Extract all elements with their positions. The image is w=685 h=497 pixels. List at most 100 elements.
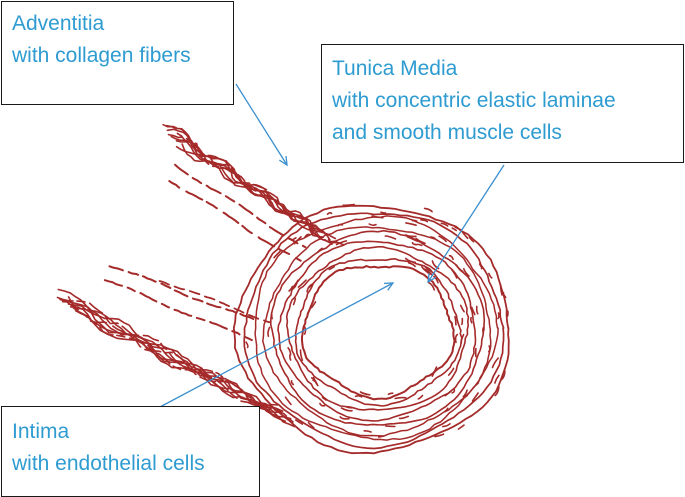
cell-mark	[411, 219, 418, 222]
cell-mark	[328, 265, 335, 271]
cell-mark	[405, 222, 417, 226]
collagen-fiber	[174, 163, 307, 249]
collagen-fiber	[61, 300, 284, 412]
collagen-fiber	[176, 132, 337, 240]
tunica-media-pointer	[427, 164, 505, 283]
cell-mark	[267, 326, 271, 338]
cell-mark	[500, 370, 506, 381]
cell-mark	[404, 257, 417, 264]
vessel-ring	[232, 204, 510, 455]
cell-mark	[444, 390, 452, 397]
cell-mark	[443, 407, 449, 413]
cell-mark	[342, 203, 355, 207]
cell-mark	[461, 231, 469, 240]
cell-mark	[368, 223, 377, 227]
cell-mark	[454, 226, 463, 231]
cell-mark	[340, 407, 353, 412]
cell-mark	[491, 357, 499, 369]
cell-mark	[475, 305, 479, 315]
vessel-ring	[254, 215, 499, 441]
pointer-lines	[159, 83, 505, 408]
cell-mark	[420, 219, 429, 223]
intima-description: with endothelial cells	[12, 452, 205, 475]
cell-mark	[470, 306, 476, 316]
cell-mark	[387, 392, 394, 395]
collagen-fiber	[74, 309, 296, 428]
cell-mark	[457, 424, 465, 430]
collagen-fiber	[67, 296, 287, 413]
cell-mark	[363, 429, 372, 433]
cell-mark	[442, 423, 451, 428]
cell-mark	[455, 264, 464, 273]
cell-mark	[451, 227, 457, 232]
cell-mark	[317, 247, 323, 253]
cell-mark	[431, 366, 438, 377]
cell-mark	[423, 207, 433, 213]
intima-pointer	[159, 282, 394, 408]
cell-mark	[407, 262, 416, 268]
vessel-ring	[243, 212, 505, 450]
cell-mark	[345, 405, 353, 409]
cell-mark	[354, 395, 363, 398]
cell-mark	[494, 374, 500, 384]
cell-mark	[304, 233, 310, 239]
intima-title: Intima	[12, 420, 70, 443]
cell-mark	[447, 367, 455, 376]
collagen-fiber	[181, 143, 345, 246]
tunica-media-label-box: Tunica Media with concentric elastic lam…	[321, 44, 684, 163]
cell-mark	[339, 416, 350, 420]
cell-mark	[494, 386, 500, 397]
intima-pointer-arrowhead	[383, 282, 395, 291]
cell-mark	[459, 304, 465, 313]
cell-mark	[451, 268, 458, 279]
cell-mark	[284, 396, 292, 406]
cell-mark	[245, 341, 249, 349]
cell-mark	[359, 391, 371, 396]
cell-mark	[337, 223, 344, 227]
cell-mark	[488, 272, 493, 279]
cell-mark	[499, 283, 503, 296]
collagen-fiber	[175, 145, 342, 244]
cell-mark	[297, 279, 307, 288]
cell-mark	[469, 316, 473, 324]
vessel-ring	[294, 257, 463, 407]
tunica-media-title: Tunica Media	[332, 57, 458, 80]
cell-mark	[423, 265, 433, 273]
cell-mark	[427, 281, 436, 291]
adventitia-label-box: Adventitia with collagen fibers	[1, 1, 234, 105]
cell-mark	[415, 237, 426, 245]
cell-mark	[478, 263, 483, 270]
vessel-ring	[285, 246, 470, 411]
cell-mark	[378, 435, 385, 438]
cell-mark	[451, 388, 456, 394]
cell-mark	[319, 402, 326, 407]
cell-mark	[497, 312, 500, 320]
cell-mark	[404, 234, 417, 238]
cell-mark	[270, 311, 273, 320]
cell-mark	[371, 215, 384, 219]
cell-mark	[438, 235, 447, 243]
tunica-media-description-2: and smooth muscle cells	[332, 121, 562, 144]
adventitia-pointer	[235, 83, 288, 166]
collagen-fiber	[168, 180, 302, 262]
cell-mark	[312, 376, 319, 387]
collagen-fiber	[69, 306, 292, 420]
cell-mark	[454, 315, 457, 326]
cell-mark	[308, 282, 314, 289]
cell-mark	[307, 421, 315, 429]
tunica-media-description-1: with concentric elastic laminae	[332, 89, 616, 112]
adventitia-title: Adventitia	[12, 12, 105, 35]
vessel-ring	[270, 229, 486, 426]
cell-mark	[440, 222, 449, 227]
cell-mark	[482, 326, 485, 334]
artery-cross-section	[232, 203, 510, 455]
intima-label-box: Intima with endothelial cells	[1, 406, 260, 497]
cell-mark	[488, 345, 491, 353]
collagen-fiber	[108, 265, 260, 323]
cell-mark	[295, 419, 304, 425]
cell-mark	[288, 285, 294, 292]
cell-mark	[326, 212, 333, 215]
cell-mark	[292, 297, 297, 306]
cell-mark	[434, 433, 445, 438]
